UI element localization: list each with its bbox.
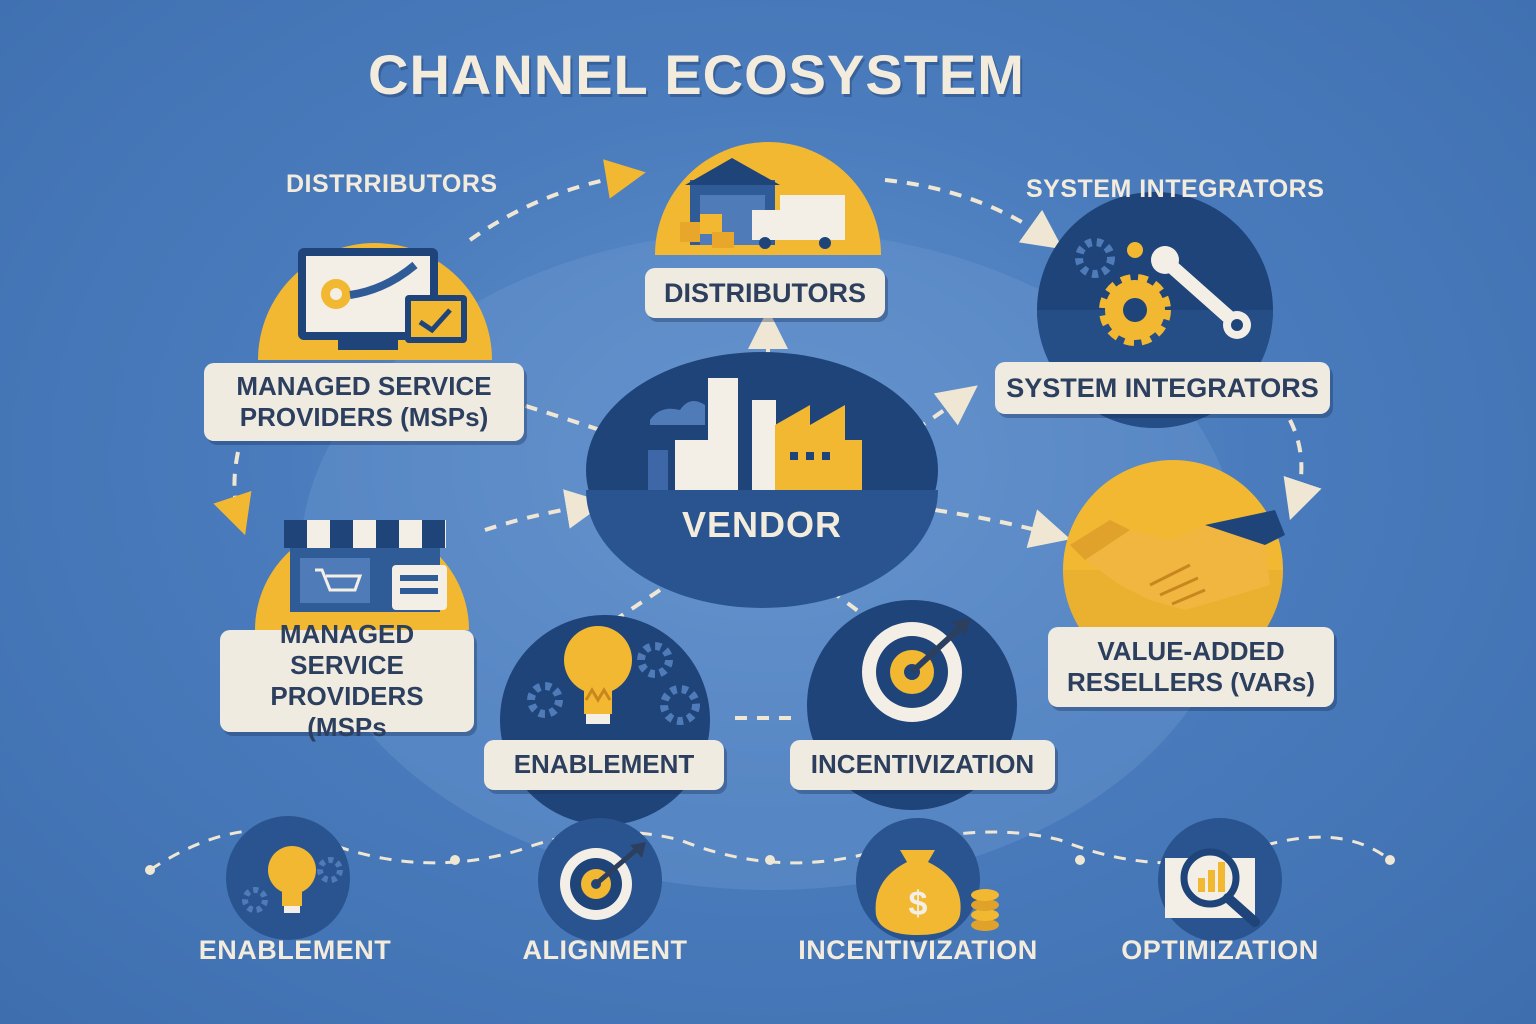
target-icon <box>862 618 970 722</box>
bottom-alignment-icon-group <box>538 818 662 942</box>
page-title: CHANNEL ECOSYSTEM <box>368 43 1025 106</box>
target-icon <box>560 842 646 920</box>
connector-arrows <box>149 159 1391 872</box>
bottom-incentivization-icon-group: $ <box>856 818 999 942</box>
warehouse-truck-icon <box>680 158 845 249</box>
factory-icon <box>648 378 862 490</box>
handshake-icon <box>1070 510 1285 610</box>
lightbulb-icon <box>527 626 700 725</box>
vendor-label: VENDOR <box>681 504 843 545</box>
bottom-step-optimization: OPTIMIZATION <box>1121 935 1319 965</box>
distributors-top-label: DISTRRIBUTORS <box>286 170 498 198</box>
enablement-card: ENABLEMENT <box>484 740 724 790</box>
bottom-enablement-icon-group <box>226 816 350 940</box>
enablement-node <box>500 615 710 825</box>
msp-top-card: MANAGED SERVICE PROVIDERS (MSPs) <box>204 363 524 441</box>
magnifier-chart-icon <box>1165 848 1260 927</box>
svg-text:$: $ <box>909 885 928 923</box>
vars-card: VALUE-ADDED RESELLERS (VARs) <box>1048 627 1334 707</box>
bottom-optimization-icon-group <box>1158 818 1282 942</box>
msp-bottom-node <box>255 520 469 630</box>
msp-bottom-card: MANAGED SERVICE PROVIDERS (MSPs <box>220 619 474 742</box>
bottom-step-alignment: ALIGNMENT <box>522 935 688 965</box>
path-dots <box>145 855 1395 875</box>
distributors-node <box>655 142 881 255</box>
storefront-icon <box>284 520 447 612</box>
lightbulb-icon <box>242 846 343 913</box>
msp-top-node <box>258 243 492 360</box>
system-integrators-top-label: SYSTEM INTEGRATORS <box>1026 175 1325 203</box>
money-bag-icon: $ <box>875 850 999 935</box>
bottom-step-enablement: ENABLEMENT <box>198 935 392 965</box>
system-integrators-card: SYSTEM INTEGRATORS <box>995 362 1330 414</box>
distributors-card: DISTRIBUTORS <box>645 268 885 318</box>
incentivization-card: INCENTIVIZATION <box>790 740 1055 790</box>
vendor-node <box>586 352 938 608</box>
gear-wrench-icon <box>1075 238 1251 346</box>
monitor-gear-icon <box>298 248 467 350</box>
bottom-step-incentivization: INCENTIVIZATION <box>798 935 1038 965</box>
